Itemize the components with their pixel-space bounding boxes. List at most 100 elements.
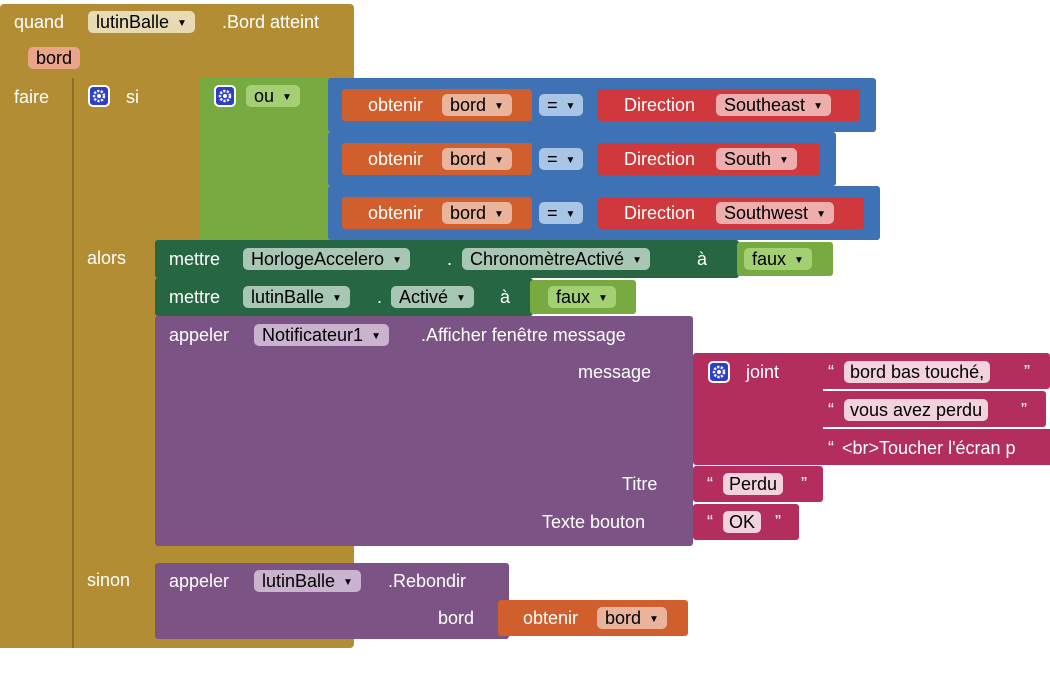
var-dropdown-3[interactable]: bord ▼	[442, 202, 512, 224]
chevron-down-icon: ▼	[598, 293, 608, 304]
var-dropdown-2[interactable]: bord ▼	[442, 148, 512, 170]
op-value: =	[547, 203, 558, 223]
chevron-down-icon: ▼	[632, 255, 642, 266]
property-value: ChronomètreActivé	[470, 249, 625, 269]
text-value: Perdu	[729, 474, 778, 494]
text-value: bord bas touché,	[850, 362, 985, 382]
var-dropdown-1[interactable]: bord ▼	[442, 94, 512, 116]
text-block-3[interactable]: “ <br>Toucher l'écran p	[814, 429, 1050, 465]
timer-to-label: à	[697, 249, 708, 269]
get-label-1: obtenir	[368, 95, 424, 115]
or-mutator-gear-icon[interactable]	[214, 85, 236, 107]
when-label: quand	[14, 12, 65, 32]
event-do-spine	[0, 76, 72, 648]
bounce-get-label: obtenir	[523, 608, 579, 628]
bounce-component-dropdown[interactable]: lutinBalle ▼	[254, 570, 361, 592]
quote-open-icon: “	[828, 438, 834, 458]
sprite-property-dropdown[interactable]: Activé▼	[391, 286, 474, 308]
chevron-down-icon: ▼	[371, 331, 381, 342]
notifier-component-dropdown[interactable]: Notificateur1 ▼	[254, 324, 389, 346]
do-label: faire	[14, 87, 50, 107]
var-value: bord	[450, 95, 487, 115]
join-label: joint	[746, 362, 780, 382]
title-field[interactable]: Perdu	[723, 473, 784, 495]
chevron-down-icon: ▼	[282, 92, 292, 103]
quote-close-icon: ”	[775, 512, 781, 532]
component-value: Notificateur1	[262, 325, 364, 345]
event-param-bord[interactable]: bord	[28, 47, 81, 69]
chevron-down-icon: ▼	[813, 101, 823, 112]
timer-dot: .	[447, 249, 453, 269]
if-mutator-gear-icon[interactable]	[88, 85, 110, 107]
join-mutator-gear-icon[interactable]	[708, 361, 730, 383]
chevron-down-icon: ▼	[779, 155, 789, 166]
quote-close-icon: ”	[1024, 362, 1030, 382]
var-value: bord	[450, 149, 487, 169]
text-field-3[interactable]: <br>Toucher l'écran p	[842, 438, 1016, 458]
title-label: Titre	[622, 474, 658, 494]
direction-value: Southeast	[724, 95, 806, 115]
bounce-edge-label: bord	[438, 608, 475, 628]
chevron-down-icon: ▼	[343, 577, 353, 588]
text-value: vous avez perdu	[850, 400, 983, 420]
direction-label-1: Direction	[624, 95, 696, 115]
text-field-1[interactable]: bord bas touché,	[844, 361, 991, 383]
timer-bool-dropdown[interactable]: faux ▼	[744, 248, 812, 270]
op-dropdown-3[interactable]: =▼	[539, 202, 584, 224]
timer-component-dropdown[interactable]: HorlogeAccelero▼	[243, 248, 410, 270]
chevron-down-icon: ▼	[177, 18, 187, 29]
call-notifier-block[interactable]	[155, 316, 693, 546]
set-timer-label: mettre	[169, 249, 221, 269]
param-value: bord	[36, 48, 73, 68]
chevron-down-icon: ▼	[794, 255, 804, 266]
chevron-down-icon: ▼	[392, 255, 402, 266]
component-value: lutinBalle	[251, 287, 325, 307]
direction-dropdown-1[interactable]: Southeast ▼	[716, 94, 831, 116]
quote-open-icon: “	[828, 362, 834, 382]
text-field-2[interactable]: vous avez perdu	[844, 399, 989, 421]
chevron-down-icon: ▼	[494, 209, 504, 220]
op-value: =	[547, 95, 558, 115]
quote-close-icon: ”	[1021, 400, 1027, 420]
chevron-down-icon: ▼	[565, 209, 576, 220]
text-value: OK	[729, 512, 756, 532]
sprite-dot: .	[377, 287, 383, 307]
get-label-2: obtenir	[368, 149, 424, 169]
chevron-down-icon: ▼	[565, 155, 576, 166]
or-operator-dropdown[interactable]: ou▼	[246, 85, 300, 107]
component-value: lutinBalle	[262, 571, 336, 591]
direction-dropdown-3[interactable]: Southwest▼	[716, 202, 834, 224]
quote-close-icon: ”	[801, 474, 807, 494]
quote-open-icon: “	[707, 512, 713, 532]
get-label-3: obtenir	[368, 203, 424, 223]
button-text-label: Texte bouton	[542, 512, 646, 532]
set-sprite-label: mettre	[169, 287, 221, 307]
op-dropdown-1[interactable]: =▼	[539, 94, 584, 116]
chevron-down-icon: ▼	[494, 155, 504, 166]
quote-open-icon: “	[707, 474, 713, 494]
event-component-dropdown[interactable]: lutinBalle ▼	[88, 11, 195, 33]
sprite-component-dropdown[interactable]: lutinBalle ▼	[243, 286, 350, 308]
chevron-down-icon: ▼	[332, 293, 342, 304]
chevron-down-icon: ▼	[456, 293, 466, 304]
bounce-var-dropdown[interactable]: bord▼	[597, 607, 667, 629]
op-value: =	[547, 149, 558, 169]
direction-value: South	[724, 149, 772, 169]
var-value: bord	[605, 608, 642, 628]
direction-label-3: Direction	[624, 203, 696, 223]
chevron-down-icon: ▼	[494, 101, 504, 112]
message-label: message	[578, 362, 652, 382]
timer-property-dropdown[interactable]: ChronomètreActivé ▼	[462, 248, 650, 270]
event-name: .Bord atteint	[222, 12, 320, 32]
then-label: alors	[87, 248, 127, 268]
chevron-down-icon: ▼	[565, 101, 576, 112]
op-dropdown-2[interactable]: =▼	[539, 148, 584, 170]
bool-value: faux	[752, 249, 787, 269]
event-component-value: lutinBalle	[96, 12, 170, 32]
sprite-to-label: à	[500, 287, 511, 307]
button-text-field[interactable]: OK	[723, 511, 762, 533]
direction-dropdown-2[interactable]: South ▼	[716, 148, 797, 170]
sprite-bool-dropdown[interactable]: faux▼	[548, 286, 616, 308]
var-value: bord	[450, 203, 487, 223]
direction-label-2: Direction	[624, 149, 696, 169]
